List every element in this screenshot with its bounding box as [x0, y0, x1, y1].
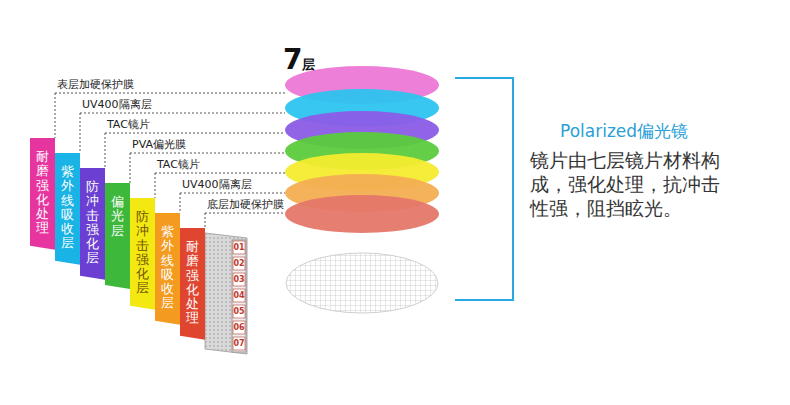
layer-name: UV400隔离层 [82, 98, 152, 111]
layer-band: 防冲击强化层 [80, 168, 105, 280]
layer-name: TAC镜片 [157, 158, 200, 171]
lens-layers [285, 66, 439, 313]
callout-number: 02 [233, 259, 245, 269]
layer-band: 紫外线吸收层 [55, 153, 80, 265]
layer-name: UV400隔离层 [182, 178, 252, 191]
layer-band: 防冲击强化层 [130, 198, 155, 310]
callout-number: 04 [233, 291, 245, 301]
layer-name: TAC镜片 [107, 118, 150, 131]
band-text: 防冲击强化层 [86, 168, 99, 266]
band-text: 耐磨强化处理 [186, 228, 199, 326]
layer-band: 偏光层 [105, 183, 130, 289]
layer-band: 耐磨强化处理 [30, 138, 55, 250]
callout-number: 06 [233, 323, 245, 333]
bracket [455, 78, 513, 300]
band-text: 防冲击强化层 [136, 198, 149, 296]
band-text: 紫外线吸收层 [61, 153, 74, 251]
product-title: Polarized偏光镜 [560, 121, 688, 141]
callout-number: 07 [233, 339, 245, 349]
band-text: 偏光层 [111, 183, 124, 238]
callout-number: 03 [233, 275, 245, 285]
description: 镜片由七层镜片材料构成，强化处理，抗冲击性强，阻挡眩光。 [530, 148, 726, 220]
layer-band: 耐磨强化处理 [180, 228, 205, 340]
layer-count: 7层 [283, 45, 315, 80]
layer-band: 紫外线吸收层 [155, 213, 180, 325]
callout-number: 01 [233, 243, 245, 253]
layer-strip [205, 233, 247, 354]
layer-name: 表层加硬保护膜 [57, 78, 134, 91]
band-text: 紫外线吸收层 [161, 213, 174, 311]
layer-name: 底层加硬保护膜 [207, 198, 284, 211]
callout-number: 05 [233, 307, 245, 317]
band-text: 耐磨强化处理 [36, 138, 49, 236]
layer-name: PVA偏光膜 [132, 138, 186, 151]
